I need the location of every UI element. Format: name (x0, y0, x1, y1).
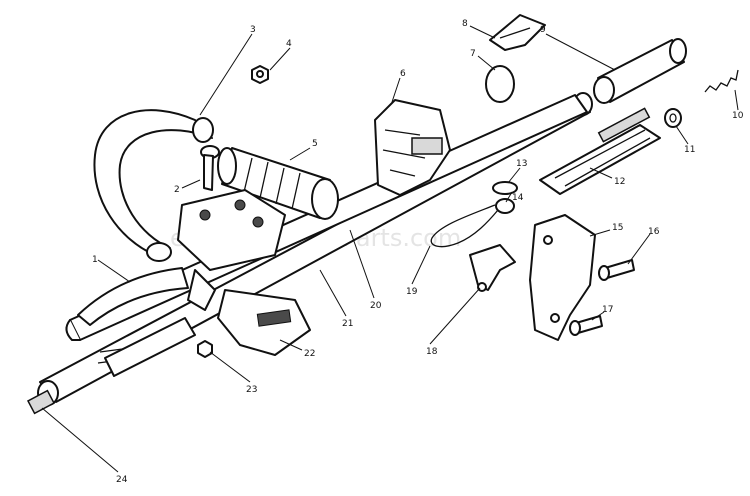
callout-labels: 1 2 3 4 5 6 7 8 9 10 11 12 13 14 15 16 1… (92, 19, 744, 485)
callout-15: 15 (612, 223, 623, 233)
callout-1: 1 (92, 255, 98, 265)
part-11-washer (664, 108, 682, 128)
part-9-sleeve (593, 38, 687, 104)
part-10-spring (704, 69, 739, 93)
part-17-screw (569, 315, 603, 336)
callout-14: 14 (512, 193, 524, 203)
callout-23: 23 (246, 385, 257, 395)
part-19-cable (430, 204, 499, 248)
callout-22: 22 (304, 349, 315, 359)
callout-16: 16 (648, 227, 660, 237)
part-8-clip (489, 14, 546, 51)
part-14-grommet (495, 198, 515, 214)
callout-6: 6 (400, 69, 406, 79)
callout-13: 13 (516, 159, 527, 169)
part-13-cap (492, 181, 518, 195)
part-15-cover (529, 214, 596, 341)
callout-7: 7 (470, 49, 476, 59)
part-2-bolt (200, 145, 220, 191)
part-3-u-handle (93, 109, 214, 262)
callout-10: 10 (732, 111, 744, 121)
callout-20: 20 (370, 301, 382, 311)
part-1-shield (77, 267, 189, 326)
callout-12: 12 (614, 177, 625, 187)
part-12-channel (539, 107, 661, 195)
callout-4: 4 (286, 39, 292, 49)
leader-lines (41, 25, 739, 473)
part-4-nut (251, 65, 269, 84)
callout-5: 5 (312, 139, 318, 149)
part-7-ring (485, 65, 515, 103)
part-23-nut (197, 340, 213, 358)
callout-3: 3 (250, 25, 256, 35)
callout-17: 17 (602, 305, 613, 315)
callout-9: 9 (540, 25, 546, 35)
part-18-trigger (469, 244, 516, 292)
callout-21: 21 (342, 319, 353, 329)
callout-18: 18 (426, 347, 438, 357)
part-6-throttle-housing (374, 99, 451, 196)
callout-8: 8 (462, 19, 468, 29)
part-16-screw (598, 259, 635, 281)
part-handle-bracket (177, 189, 286, 311)
callout-19: 19 (406, 287, 418, 297)
part-5-grip (217, 147, 339, 220)
callout-2: 2 (174, 185, 180, 195)
part-main-shaft (26, 92, 593, 415)
callout-11: 11 (684, 145, 695, 155)
callout-24: 24 (116, 475, 128, 485)
part-22-clamp (217, 289, 311, 356)
